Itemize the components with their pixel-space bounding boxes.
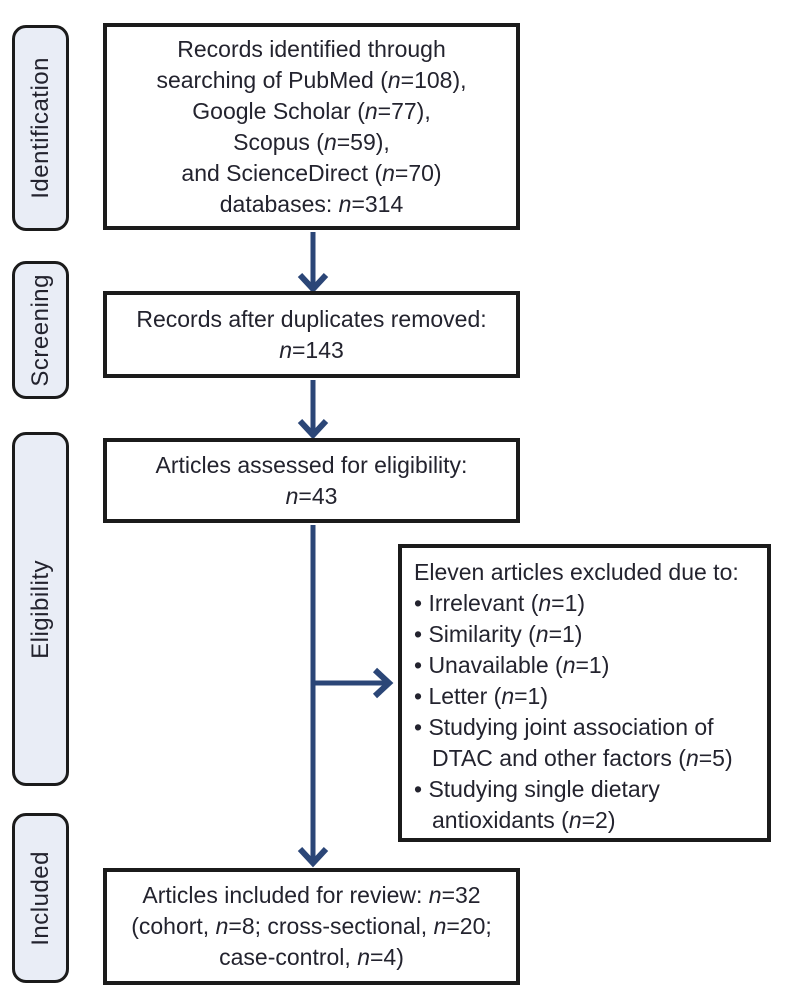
stage-label-eligibility-text: Eligibility [26,559,54,659]
stage-label-screening: Screening [12,261,69,399]
stage-label-included-text: Included [26,850,54,946]
stage-label-included: Included [12,813,69,983]
box-articles-excluded: Eleven articles excluded due to: • Irrel… [398,544,771,842]
box-duplicates-removed: Records after duplicates removed: n=143 [103,291,520,378]
excluded-reason: • Similarity (n=1) [414,621,583,647]
excluded-reason: • Studying joint association of DTAC and… [414,714,733,771]
text-line: searching of PubMed (n=108), [156,66,467,93]
stage-label-identification-text: Identification [26,57,54,199]
stage-label-screening-text: Screening [26,273,54,387]
text-line: databases: n=314 [219,190,404,217]
text-line: n=143 [279,336,344,363]
text-line: and ScienceDirect (n=70) [181,159,442,186]
excluded-reason: • Irrelevant (n=1) [414,590,586,616]
text-line: Articles assessed for eligibility: [155,451,468,478]
text-line: Records identified through [177,35,446,62]
text-line: Google Scholar (n=77), [192,97,431,124]
stage-label-identification: Identification [12,25,69,231]
box-articles-included: Articles included for review: n=32 (cohor… [103,868,520,985]
box-assessed-eligibility: Articles assessed for eligibility: n=43 [103,438,520,523]
box-records-identified: Records identified through searching of P… [103,23,520,230]
excluded-reason: • Unavailable (n=1) [414,652,610,678]
text-line: case-control, n=4) [219,944,404,970]
arrow-branch-to-excluded [313,667,394,699]
excluded-reason: • Letter (n=1) [414,683,548,709]
text-line: Scopus (n=59), [233,128,390,155]
arrow-assessed-to-included [297,525,329,868]
excluded-reason-list: • Irrelevant (n=1) • Similarity (n=1) • Un… [414,588,759,836]
text-line: (cohort, n=8; cross-sectional, n=20; [131,913,492,939]
excluded-title: Eleven articles excluded due to: [414,559,739,585]
arrow-duplicates-to-assessed [297,380,329,440]
arrow-identified-to-duplicates [297,232,329,294]
text-line: Records after duplicates removed: [136,305,487,332]
stage-label-eligibility: Eligibility [12,432,69,786]
text-line: Articles included for review: n=32 [142,882,481,908]
excluded-reason: • Studying single dietary antioxidants (… [414,776,660,833]
text-line: n=43 [285,482,338,509]
